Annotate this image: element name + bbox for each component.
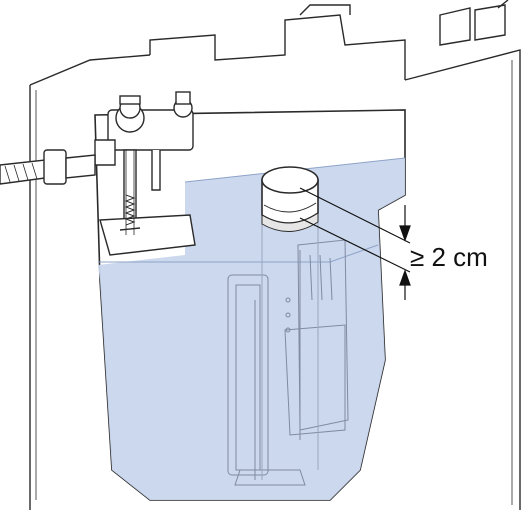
inlet-hose-icon [0,149,96,185]
fill-valve-icon [94,91,196,256]
float-cup-icon [261,166,319,232]
water-volume [98,158,405,500]
dimension-arrow-icon [299,187,411,300]
cistern-shell [29,0,521,510]
valve-spring [124,194,136,226]
float-tube [261,218,319,480]
clearance-label: ≥ 2 cm [410,242,488,272]
